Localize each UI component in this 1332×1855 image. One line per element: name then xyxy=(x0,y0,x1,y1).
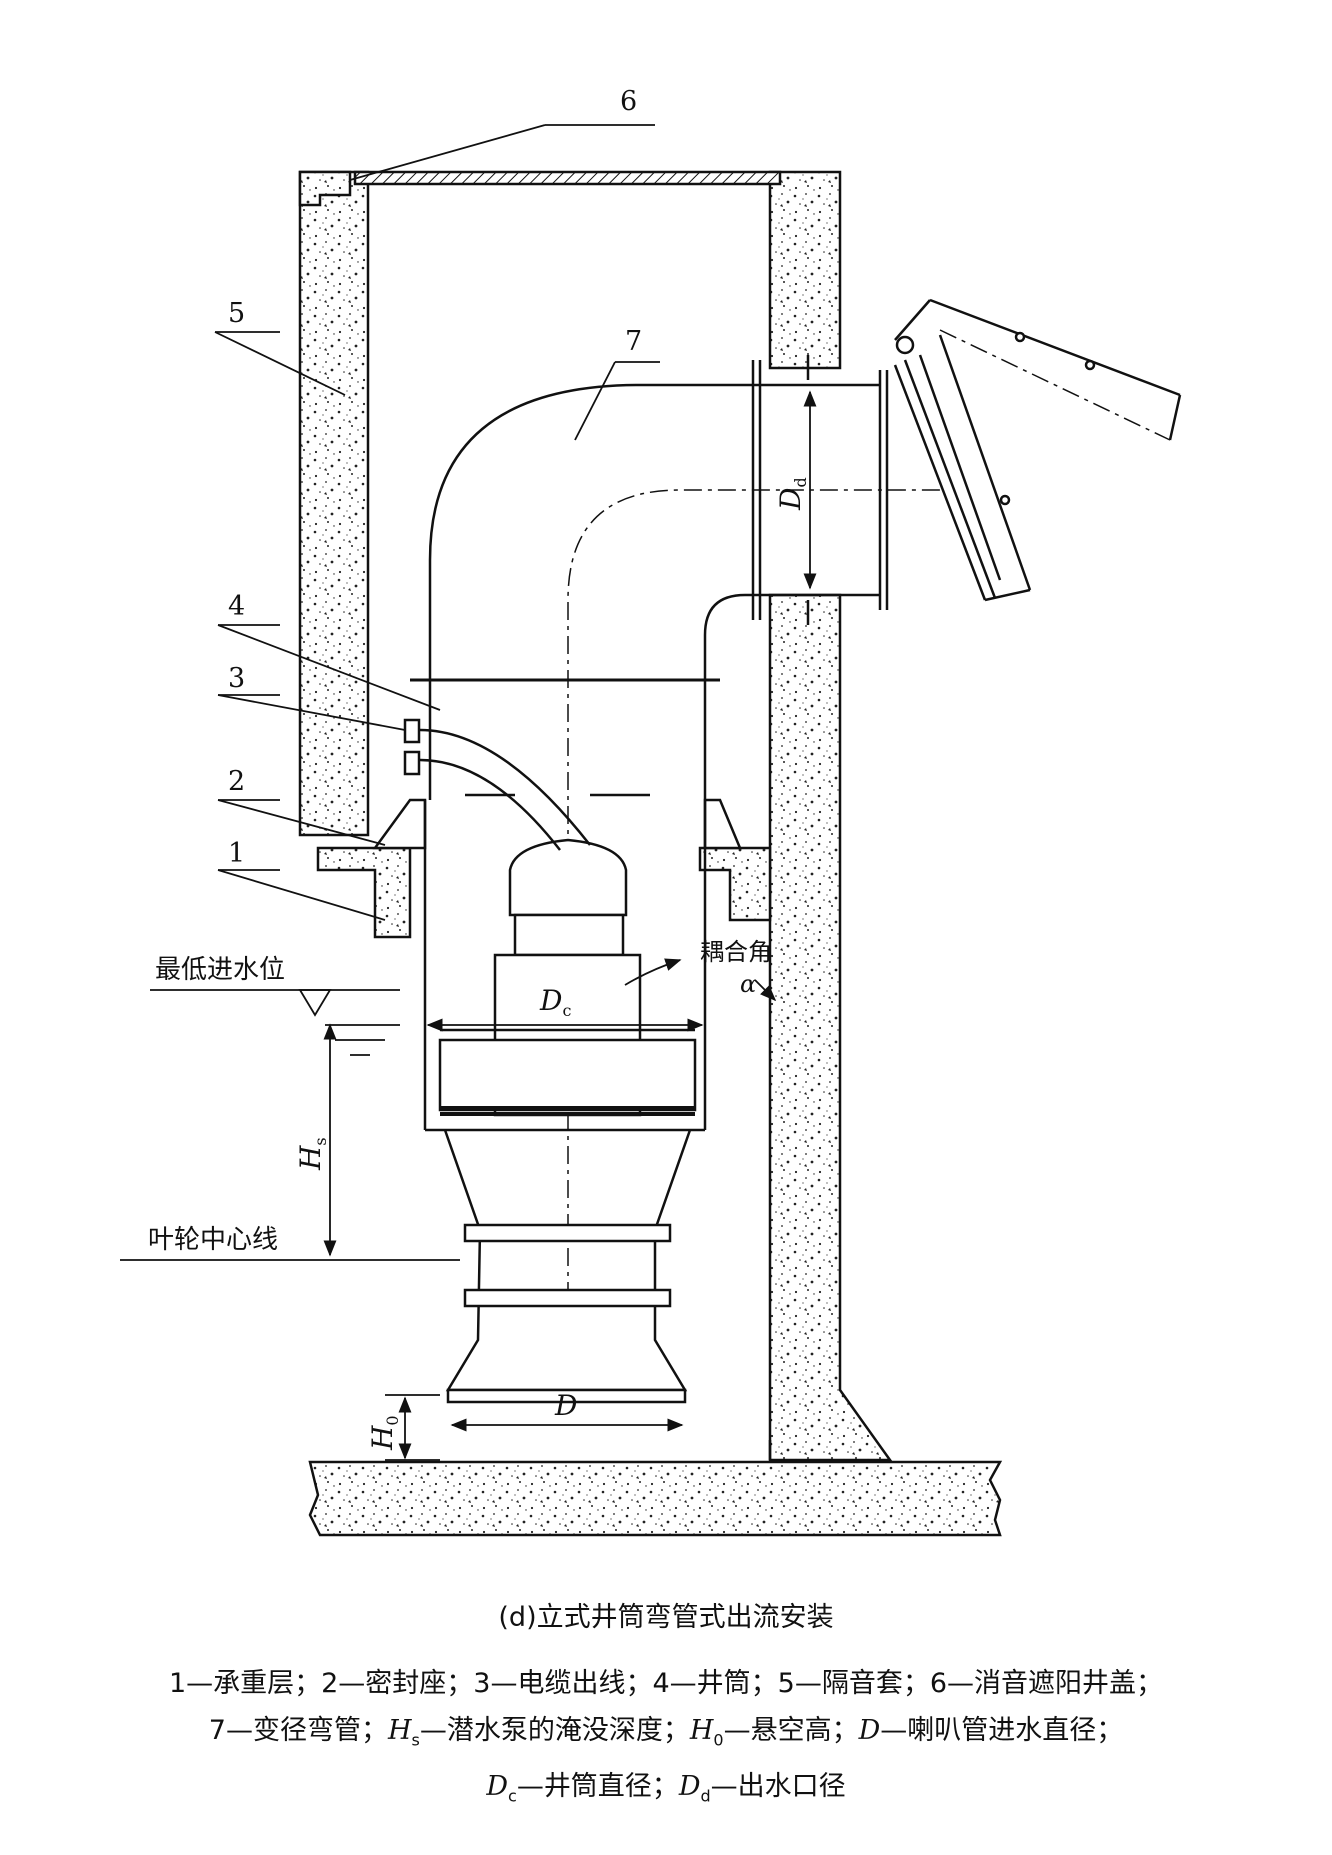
seal-seat-right xyxy=(703,798,742,850)
label-1: 1 xyxy=(228,838,245,869)
svg-text:Hs: Hs xyxy=(294,1137,330,1171)
right-wall-upper xyxy=(768,170,842,370)
impeller-centerline-label: 叶轮中心线 xyxy=(148,1225,278,1255)
coupling-angle-label: 耦合角 xyxy=(700,938,772,966)
bearing-layer-left xyxy=(316,846,412,939)
figure-caption: (d)立式井筒弯管式出流安装 xyxy=(498,1602,834,1633)
elbow-pipe-inner xyxy=(703,593,760,670)
svg-text:H0: H0 xyxy=(366,1415,402,1451)
legend-line-2: 7—变径弯管；Hs—潜水泵的淹没深度；H0—悬空高；D—喇叭管进水直径； xyxy=(208,1715,1124,1750)
dim-Hs: Hs xyxy=(294,1137,330,1171)
figure-legend: 1—承重层；2—密封座；3—电缆出线；4—井筒；5—隔音套；6—消音遮阳井盖； … xyxy=(0,1660,1332,1820)
seal-seat-left xyxy=(372,798,427,850)
cable-upper xyxy=(419,728,591,846)
cable-lower xyxy=(419,758,561,851)
label-7: 7 xyxy=(625,326,642,357)
alpha-label: α xyxy=(740,970,756,998)
flap-gate xyxy=(893,298,1182,602)
elbow-centerline xyxy=(567,489,940,1300)
label-3: 3 xyxy=(228,663,245,694)
submersible-pump xyxy=(438,838,697,1404)
svg-text:Dd: Dd xyxy=(774,477,810,511)
dim-D: D xyxy=(554,1389,577,1422)
dim-Dd: Dd xyxy=(774,477,810,511)
left-wall xyxy=(298,170,370,837)
label-5: 5 xyxy=(228,298,245,329)
shaft-cover xyxy=(353,170,782,186)
elbow-pipe-outer xyxy=(428,383,760,670)
dim-H0: H0 xyxy=(366,1415,402,1451)
dim-Dc: Dc xyxy=(539,984,571,1020)
bottom-slab xyxy=(308,1460,1003,1537)
label-4: 4 xyxy=(228,591,245,622)
legend-line-1: 1—承重层；2—密封座；3—电缆出线；4—井筒；5—隔音套；6—消音遮阳井盖； xyxy=(168,1668,1164,1699)
legend-line-3: Dc—井筒直径；Dd—出水口径 xyxy=(486,1771,846,1806)
right-wall-lower xyxy=(768,593,893,1462)
label-6: 6 xyxy=(620,86,637,117)
bearing-layer-right xyxy=(698,846,772,922)
pump-installation-diagram: 6 5 7 4 3 2 1 最低进水位 叶轮中心线 耦合角 α Dc D Dd … xyxy=(120,86,1182,1537)
label-2: 2 xyxy=(228,766,245,797)
top-left-lip xyxy=(298,170,352,207)
min-water-level-label: 最低进水位 xyxy=(155,955,285,985)
